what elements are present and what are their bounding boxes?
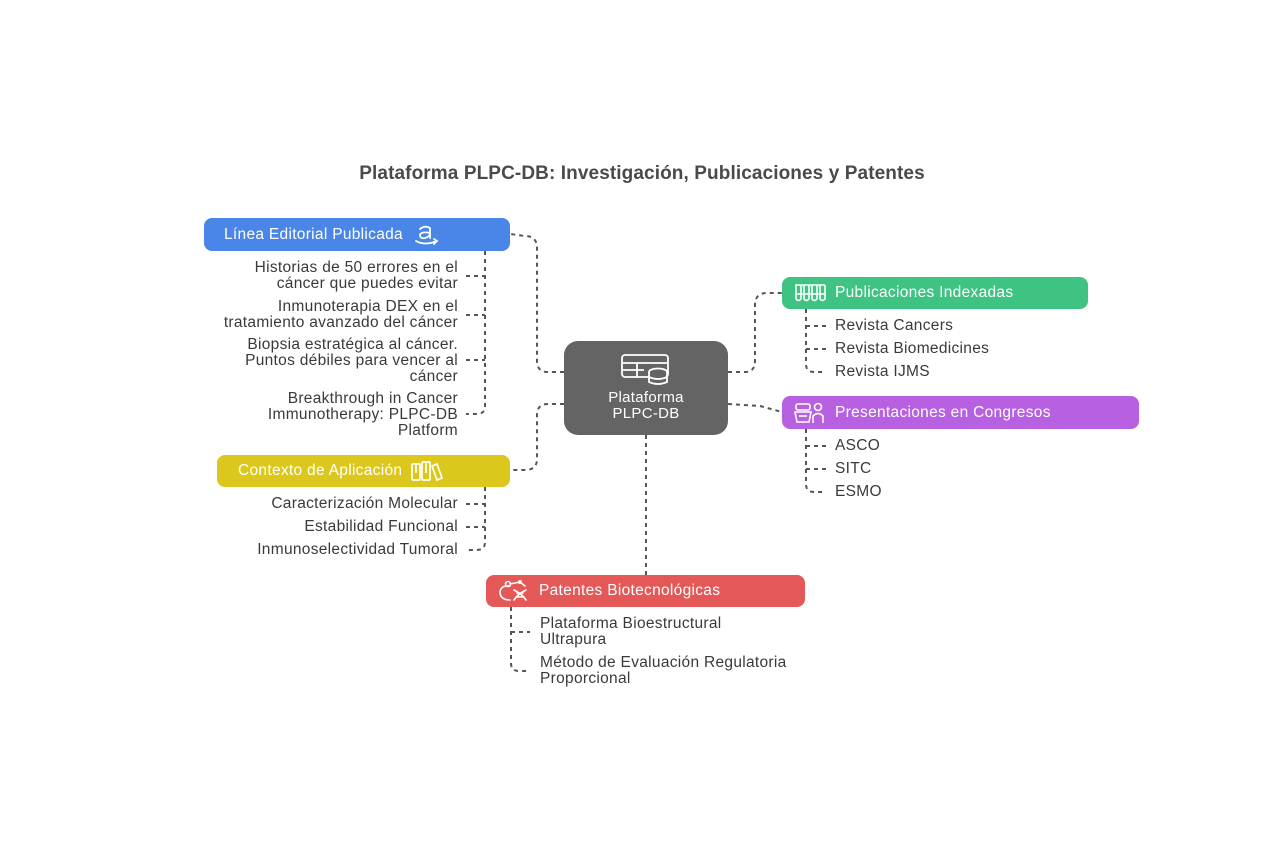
congresos-item-3: ESMO	[835, 483, 882, 500]
branch-contexto[interactable]: Contexto de Aplicación	[217, 455, 510, 487]
diagram-title: Plataforma PLPC-DB: Investigación, Publi…	[359, 163, 925, 184]
branch-editorial[interactable]: Línea Editorial Publicada	[204, 218, 510, 251]
books-icon	[411, 461, 444, 481]
central-node[interactable]: Plataforma PLPC-DB	[564, 341, 728, 435]
speaker-podium-icon	[794, 402, 826, 424]
biotech-dna-icon	[498, 580, 530, 602]
connector-center-publicaciones	[728, 292, 782, 373]
branch-publicaciones[interactable]: Publicaciones Indexadas	[782, 277, 1088, 309]
connector-patentes-trunk	[510, 607, 530, 672]
table-database-icon	[620, 353, 672, 391]
editorial-item-1-line1: Historias de 50 errores en el	[254, 259, 458, 276]
connector-center-editorial	[509, 233, 564, 373]
connector-congresos-trunk	[805, 429, 826, 493]
editorial-item-2-line2: tratamiento avanzado del cáncer	[223, 314, 458, 331]
editorial-item-3-line3: cáncer	[409, 368, 458, 385]
branch-patentes-label: Patentes Biotecnológicas	[539, 582, 721, 599]
branch-publicaciones-label: Publicaciones Indexadas	[835, 284, 1014, 301]
editorial-item-4-line1: Breakthrough in Cancer	[287, 390, 458, 407]
contexto-item-1: Caracterización Molecular	[271, 495, 458, 512]
patentes-item-1-line1: Plataforma Bioestructural	[540, 615, 722, 632]
contexto-item-2: Estabilidad Funcional	[304, 518, 458, 535]
branch-patentes[interactable]: Patentes Biotecnológicas	[486, 575, 805, 607]
patentes-item-2: Método de Evaluación Regulatoria Proporc…	[540, 655, 787, 687]
editorial-item-3-line1: Biopsia estratégica al cáncer.	[247, 336, 458, 353]
branch-contexto-label: Contexto de Aplicación	[238, 462, 403, 479]
connector-editorial-trunk	[466, 251, 486, 415]
connector-center-contexto	[510, 403, 564, 471]
branch-congresos-label: Presentaciones en Congresos	[835, 403, 1051, 421]
editorial-item-4: Breakthrough in Cancer Immunotherapy: PL…	[268, 391, 458, 439]
branch-congresos[interactable]: Presentaciones en Congresos	[782, 396, 1139, 429]
connector-publicaciones-trunk	[805, 309, 826, 373]
editorial-item-1: Historias de 50 errores en el cáncer que…	[255, 260, 458, 292]
amazon-icon	[413, 224, 441, 246]
congresos-item-1: ASCO	[835, 437, 881, 454]
contexto-item-3: Inmunoselectividad Tumoral	[257, 541, 458, 558]
patentes-item-2-line2: Proporcional	[540, 670, 631, 687]
connector-contexto-trunk	[466, 487, 486, 551]
editorial-item-4-line3: Platform	[397, 422, 458, 439]
editorial-item-3-line2: Puntos débiles para vencer al	[245, 352, 458, 369]
publicaciones-item-3: Revista IJMS	[835, 363, 930, 380]
editorial-item-4-line2: Immunotherapy: PLPC-DB	[267, 406, 458, 423]
connector-center-congresos	[727, 403, 783, 413]
editorial-item-3: Biopsia estratégica al cáncer. Puntos dé…	[245, 337, 458, 385]
publicaciones-item-1: Revista Cancers	[835, 317, 954, 334]
test-tubes-icon	[794, 283, 826, 303]
central-node-line1: Plataforma	[608, 389, 684, 406]
editorial-item-2-line1: Inmunoterapia DEX en el	[277, 298, 458, 315]
editorial-item-1-line2: cáncer que puedes evitar	[276, 275, 458, 292]
central-node-label: Plataforma PLPC-DB	[564, 390, 728, 422]
patentes-item-1: Plataforma Bioestructural Ultrapura	[540, 616, 722, 648]
central-node-line2: PLPC-DB	[612, 405, 680, 422]
branch-editorial-label: Línea Editorial Publicada	[224, 225, 403, 243]
patentes-item-1-line2: Ultrapura	[540, 631, 607, 648]
editorial-item-2: Inmunoterapia DEX en el tratamiento avan…	[224, 299, 458, 331]
publicaciones-item-2: Revista Biomedicines	[835, 340, 990, 357]
congresos-item-2: SITC	[835, 460, 872, 477]
patentes-item-2-line1: Método de Evaluación Regulatoria	[540, 654, 787, 671]
